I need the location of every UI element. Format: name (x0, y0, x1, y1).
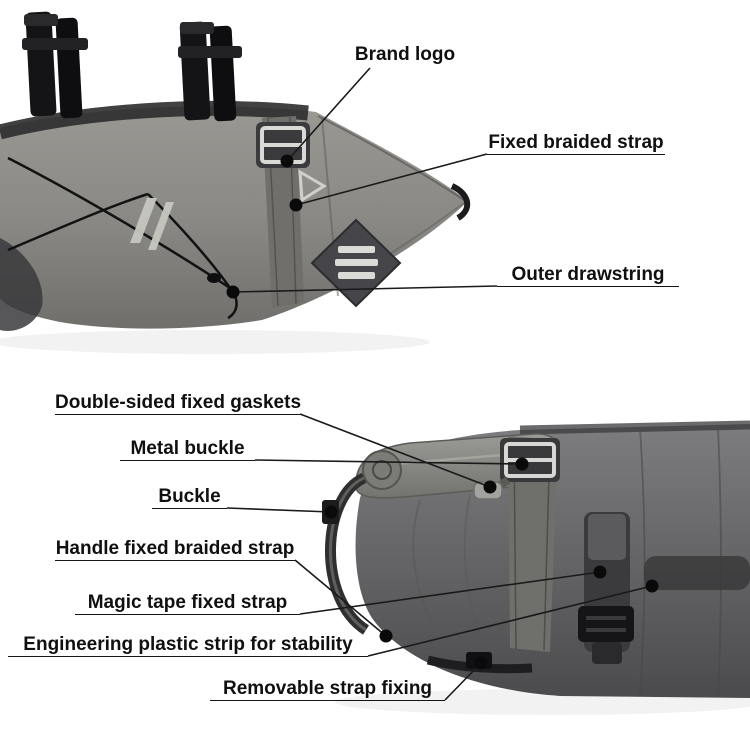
reflective-logo-patch (310, 218, 402, 308)
magic-tape-strap-part (578, 512, 634, 664)
handlebar-mount-straps (22, 11, 242, 122)
brand-logo-print (130, 198, 174, 250)
bag-end-cap (0, 238, 43, 331)
outer-drawstring-cord (7, 156, 238, 320)
bag-shadow (0, 330, 430, 354)
callout-label-handle-fixed-braided-strap: Handle fixed braided strap (55, 538, 295, 561)
callout-label-double-sided-fixed-gaskets: Double-sided fixed gaskets (55, 392, 302, 415)
callout-label-magic-tape-fixed-strap: Magic tape fixed strap (75, 592, 300, 615)
callout-label-outer-drawstring: Outer drawstring (497, 264, 679, 287)
callout-label-buckle: Buckle (152, 486, 227, 509)
callout-label-brand-logo: Brand logo (354, 44, 456, 65)
callout-label-metal-buckle: Metal buckle (120, 438, 255, 461)
rolltop-end (362, 450, 402, 490)
callout-label-fixed-braided-strap: Fixed braided strap (487, 132, 665, 155)
plastic-strip-part (644, 556, 750, 590)
bag-top-band (0, 100, 309, 140)
cord-lock (207, 273, 221, 283)
bag-top-band (519, 420, 750, 435)
callout-label-removable-strap-fixing: Removable strap fixing (210, 678, 445, 701)
seam (639, 427, 646, 697)
callout-label-engineering-plastic-strip: Engineering plastic strip for stability (8, 634, 368, 657)
rolltop-bag-photo (322, 420, 750, 715)
